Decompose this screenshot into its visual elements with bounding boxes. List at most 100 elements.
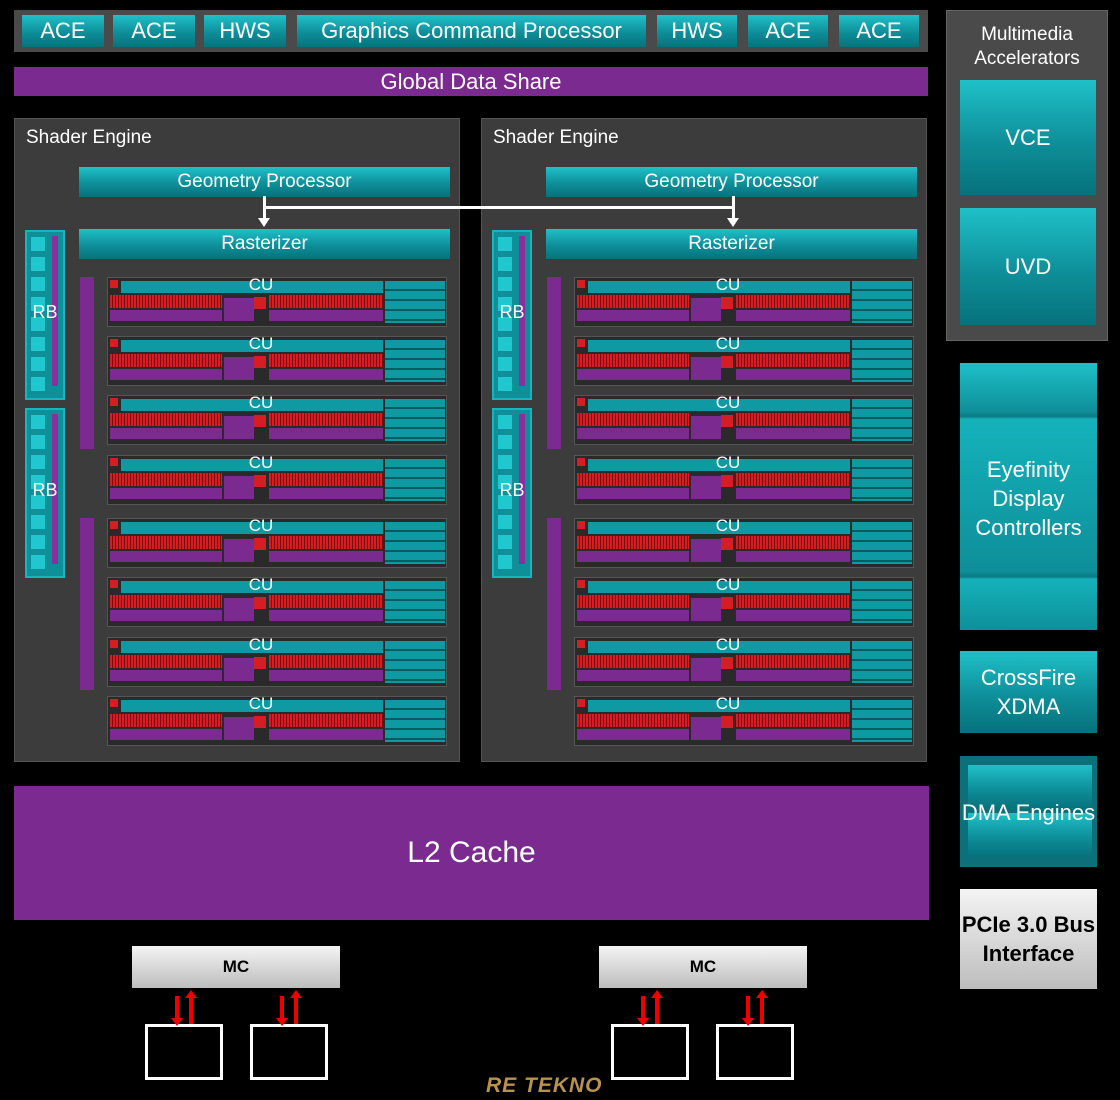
dma-engine-1	[968, 765, 1092, 809]
cu-label: CU	[715, 275, 741, 294]
memory-controller-1: MC	[132, 946, 340, 988]
cu-label: CU	[248, 393, 274, 412]
cu-vgpr-left	[577, 488, 689, 499]
rb-slot	[31, 515, 45, 529]
cu-simd-right	[269, 536, 383, 549]
cu-top-bar	[121, 641, 383, 653]
watermark-logo: RE TEKNO	[486, 1074, 603, 1097]
arrow-down-icon	[258, 218, 270, 227]
cu-texture-units	[385, 700, 445, 742]
geometry-processor: Geometry Processor	[546, 167, 917, 197]
cu-branch	[254, 716, 266, 728]
cu-simd-left	[110, 413, 222, 426]
cu-branch	[721, 597, 733, 609]
rb-slot	[498, 237, 512, 251]
cu-label: CU	[715, 393, 741, 412]
cu-vgpr-right	[736, 670, 850, 681]
cu-vgpr-left	[577, 310, 689, 321]
cu-vgpr-right	[269, 670, 383, 681]
geometry-processor: Geometry Processor	[79, 167, 450, 197]
rb-slot	[498, 337, 512, 351]
cu-label: CU	[715, 334, 741, 353]
cu-top-bar	[121, 700, 383, 712]
arrow-head-down	[637, 1018, 649, 1026]
cu-vgpr-right	[269, 369, 383, 380]
rb-slot	[31, 555, 45, 569]
cu-top-bar	[588, 641, 850, 653]
cu-lds	[224, 717, 254, 740]
cu-vgpr-left	[577, 610, 689, 621]
arrow-head-up	[651, 990, 663, 998]
geometry-connector-left	[263, 196, 266, 218]
cu-scheduler	[110, 280, 118, 288]
cu-simd-right	[736, 595, 850, 608]
eyefinity-label: Eyefinity Display Controllers	[975, 456, 1082, 540]
vce-block: VCE	[960, 80, 1096, 195]
cu-lds	[691, 539, 721, 562]
cu-simd-left	[577, 536, 689, 549]
cu-branch	[254, 297, 266, 309]
rb-slot	[498, 317, 512, 331]
rb-slot	[498, 535, 512, 549]
rb-slot	[31, 357, 45, 371]
lds-bar	[80, 277, 94, 449]
cu-scheduler	[577, 398, 585, 406]
cu-texture-units	[385, 581, 445, 623]
arrow-up-icon	[760, 998, 764, 1024]
render-backend-label: RB	[32, 301, 58, 322]
cu-texture-units	[852, 281, 912, 323]
geometry-connector-line	[263, 206, 735, 209]
arrow-up-icon	[189, 998, 193, 1024]
cu-label: CU	[248, 575, 274, 594]
cu-vgpr-right	[736, 428, 850, 439]
rb-slot	[31, 237, 45, 251]
rasterizer: Rasterizer	[79, 229, 450, 259]
cu-scheduler	[110, 640, 118, 648]
cu-vgpr-left	[110, 310, 222, 321]
memory-module	[611, 1024, 689, 1080]
cu-vgpr-left	[110, 729, 222, 740]
cu-lds	[691, 717, 721, 740]
cu-vgpr-right	[736, 488, 850, 499]
cu-simd-left	[577, 714, 689, 727]
dma-engines-label: DMA Engines	[961, 799, 1096, 825]
cu-top-bar	[588, 581, 850, 593]
cu-simd-left	[577, 595, 689, 608]
cu-lds	[691, 658, 721, 681]
cu-simd-right	[269, 295, 383, 308]
hws-box-2: HWS	[657, 15, 737, 47]
cu-branch	[254, 356, 266, 368]
arrow-up-icon	[294, 998, 298, 1024]
cu-label: CU	[248, 334, 274, 353]
render-backend-label: RB	[499, 479, 525, 500]
cu-scheduler	[577, 640, 585, 648]
cu-vgpr-left	[110, 488, 222, 499]
rb-slot	[31, 277, 45, 291]
cu-label: CU	[248, 635, 274, 654]
cu-texture-units	[385, 399, 445, 441]
cu-simd-right	[736, 714, 850, 727]
cu-branch	[254, 657, 266, 669]
ace-box-1: ACE	[22, 15, 104, 47]
crossfire-xdma-block: CrossFire XDMA	[960, 651, 1097, 733]
graphics-command-processor: Graphics Command Processor	[297, 15, 646, 47]
rb-slot	[31, 435, 45, 449]
cu-scheduler	[577, 699, 585, 707]
rb-slot	[31, 475, 45, 489]
cu-texture-units	[852, 641, 912, 683]
cu-vgpr-right	[736, 729, 850, 740]
ace-box-4: ACE	[839, 15, 919, 47]
cu-scheduler	[577, 339, 585, 347]
cu-simd-right	[269, 473, 383, 486]
cu-top-bar	[588, 522, 850, 534]
uvd-block: UVD	[960, 208, 1096, 325]
l2-cache: L2 Cache	[14, 786, 929, 920]
cu-vgpr-left	[110, 670, 222, 681]
cu-label: CU	[248, 453, 274, 472]
rb-bar	[519, 236, 525, 386]
cu-simd-left	[577, 413, 689, 426]
cu-vgpr-left	[110, 610, 222, 621]
cu-lds	[224, 539, 254, 562]
cu-simd-right	[736, 655, 850, 668]
cu-lds	[224, 357, 254, 380]
